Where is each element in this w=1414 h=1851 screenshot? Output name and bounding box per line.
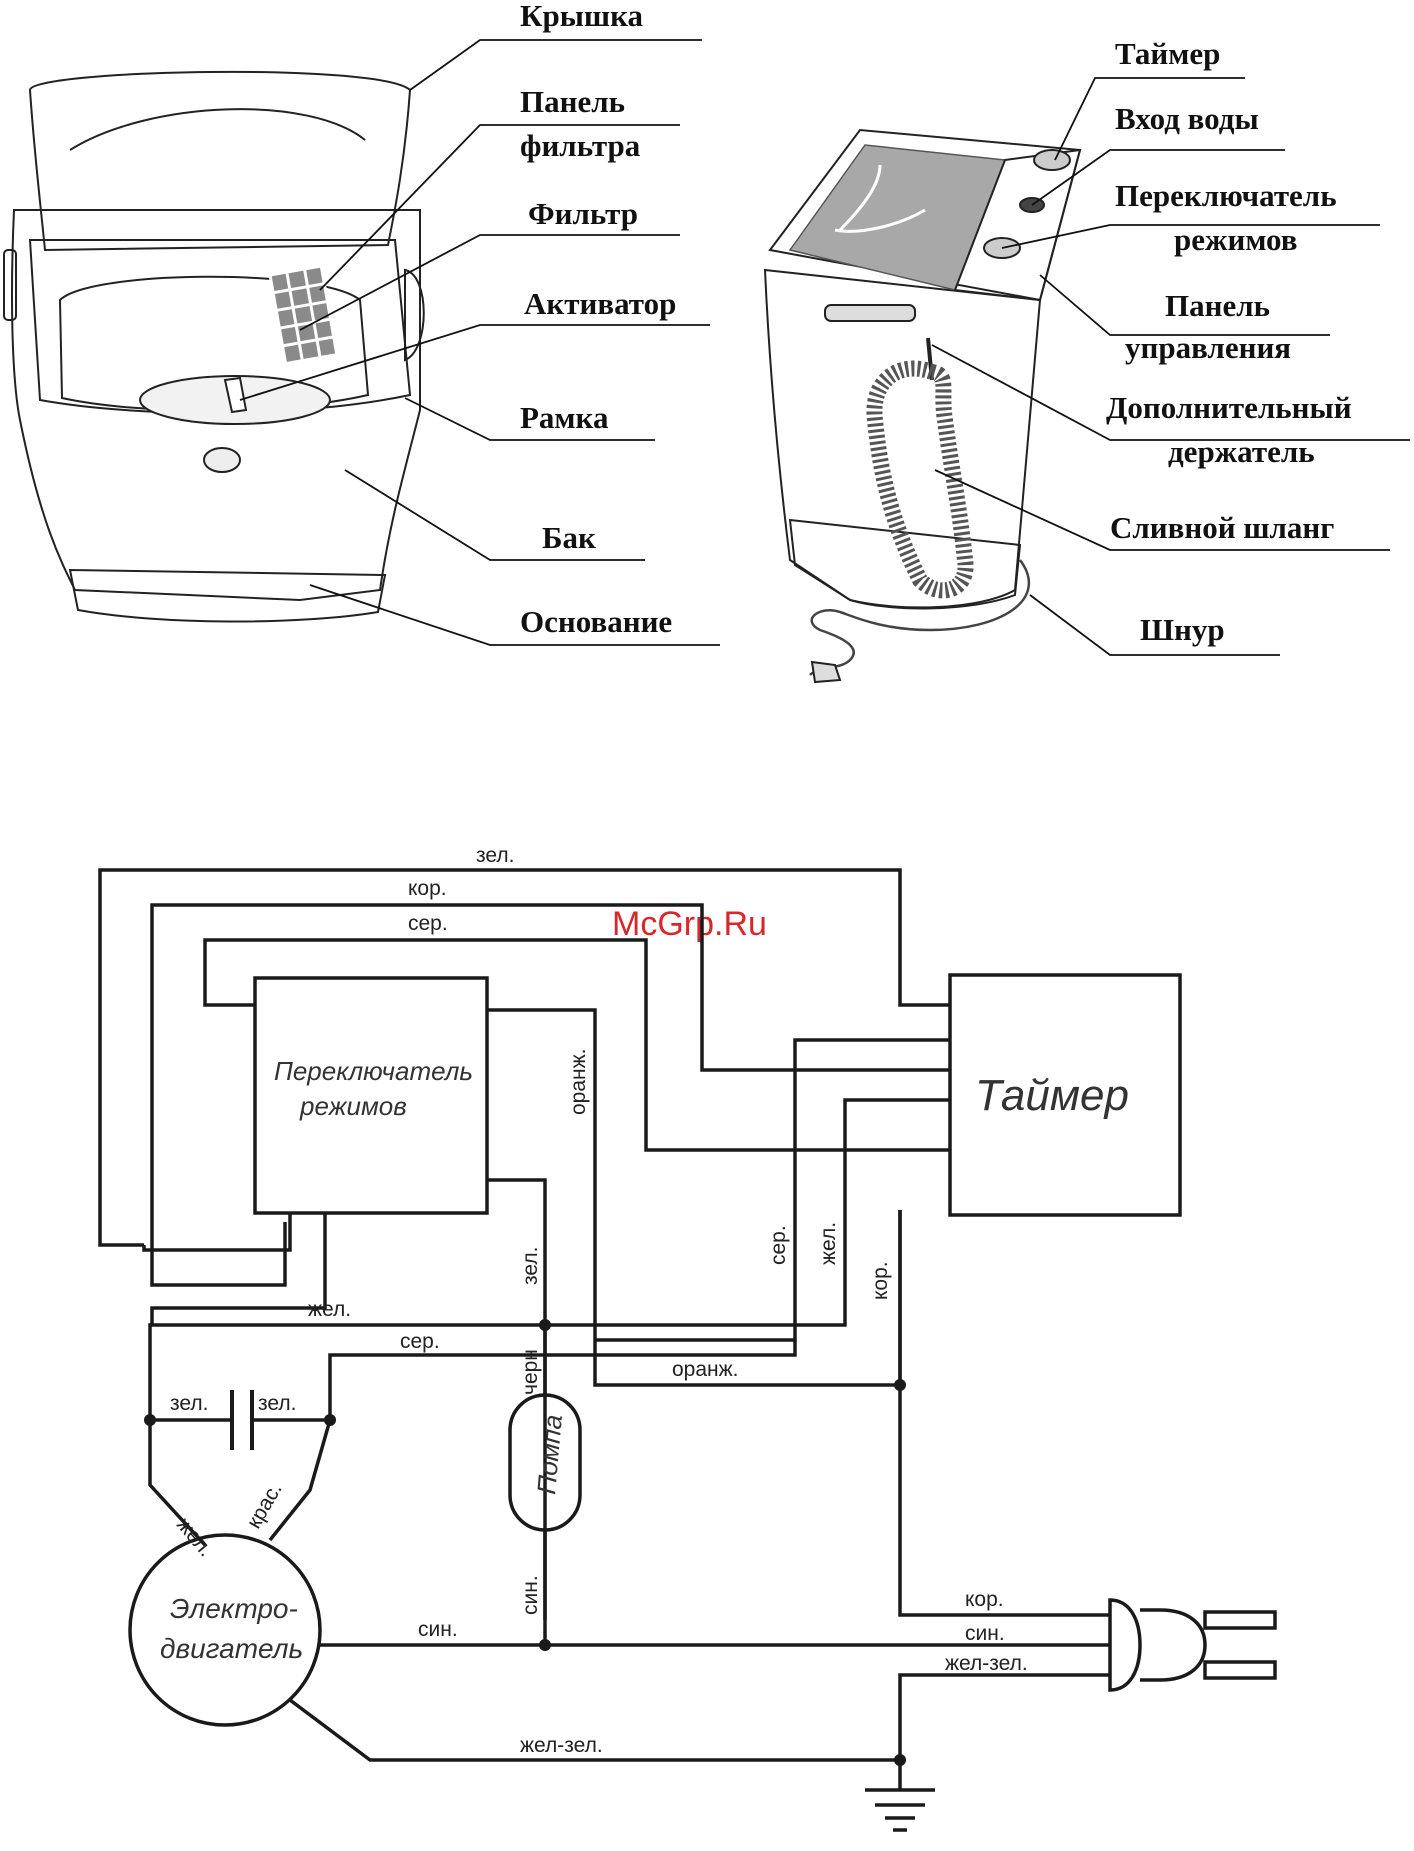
wire-grey-lower [328, 1340, 797, 1420]
wire-label-ground: жел-зел. [520, 1734, 603, 1757]
wire-motor-red [268, 1419, 332, 1542]
wire-label-motor-red: крас. [242, 1479, 286, 1533]
junction-pump-top [539, 1319, 551, 1331]
filter-grid [268, 264, 339, 366]
right-leader-lines [931, 77, 1410, 656]
label-water-inlet: Вход воды [1115, 101, 1259, 136]
wire-label-motor-yellow: жел. [172, 1513, 217, 1561]
wire-motor-yellow [148, 1420, 207, 1547]
timer-knob [1033, 149, 1071, 171]
power-cord [809, 559, 1031, 676]
wire-label-grey-horizontal: сер. [400, 1330, 440, 1353]
side-bulge [404, 268, 425, 362]
washer-front-illustration [3, 70, 425, 623]
wire-label-plug-brown: кор. [965, 1588, 1004, 1611]
glass-highlight-2 [834, 208, 926, 233]
glass-highlight [838, 164, 882, 232]
wire-label-yellow-horizontal: жел. [308, 1298, 351, 1321]
wire-brown-top [150, 903, 950, 1287]
wire-label-brown-vertical: кор. [869, 1261, 892, 1300]
wire-label-pump-blue: син. [519, 1575, 542, 1615]
label-control-panel-1: Панель [1165, 288, 1270, 323]
watermark: McGrp.Ru [612, 905, 767, 943]
timer-block [948, 973, 1182, 1217]
label-extra-holder-1: Дополнительный [1106, 390, 1352, 425]
left-labels: Крышка Панель фильтра Фильтр Активатор Р… [520, 0, 676, 639]
wire-label-cap-left: зел. [170, 1392, 208, 1415]
left-leader-lines [239, 39, 720, 646]
top-glass [788, 144, 1007, 291]
wire-label-cap-right: зел. [258, 1392, 296, 1415]
label-mode-switch-2: режимов [1174, 222, 1298, 257]
wire-left-lower [150, 1213, 327, 1325]
tank-body [11, 209, 421, 602]
label-extra-holder-2: держатель [1168, 434, 1315, 469]
wire-label-plug-ground: жел-зел. [945, 1652, 1028, 1675]
wire-timer-bus-2 [148, 1098, 950, 1420]
label-drain-hose: Сливной шланг [1110, 510, 1334, 545]
wire-brown-vertical [898, 1210, 1110, 1617]
side-handle [3, 249, 17, 321]
wire-label-green-top: зел. [476, 844, 514, 867]
timer-text: Таймер [975, 1071, 1129, 1120]
wire-timer-bus [595, 1038, 950, 1342]
label-tank: Бак [542, 520, 596, 555]
wire-label-pump-black: черн [519, 1349, 542, 1395]
wire-green-vertical [487, 1178, 547, 1620]
label-cord: Шнур [1140, 612, 1225, 647]
mains-plug [1108, 1598, 1277, 1692]
wiring-schematic: Переключатель режимов Таймер Помпа Элект… [98, 844, 1277, 1832]
motor-text-2: двигатель [160, 1633, 303, 1664]
right-labels: Таймер Вход воды Переключатель режимов П… [1106, 36, 1352, 647]
drum-opening [58, 275, 370, 412]
rear-handle [824, 304, 916, 322]
wire-label-brown-top: кор. [408, 877, 447, 900]
wire-green-top [98, 868, 950, 1247]
wire-ground-plug [898, 1673, 1110, 1790]
label-control-panel-2: управления [1125, 330, 1291, 365]
drain-hose [866, 360, 974, 599]
wire-label-motor-blue: син. [418, 1618, 458, 1641]
label-filter-panel-1: Панель [520, 84, 625, 119]
base-shape [68, 568, 387, 623]
wire-label-grey-top: сер. [408, 912, 448, 935]
activator-fin [223, 376, 248, 414]
motor-text-1: Электро- [170, 1593, 298, 1624]
wire-label-grey-vertical: сер. [767, 1225, 790, 1265]
washer-back-illustration [763, 128, 1082, 684]
lid-arc [69, 108, 366, 151]
label-activator: Активатор [524, 286, 676, 321]
wire-label-orange-vertical: оранж. [567, 1048, 590, 1115]
label-base: Основание [520, 604, 672, 639]
pump-text: Помпа [531, 1413, 568, 1495]
junction-ground [894, 1754, 906, 1766]
label-mode-switch-1: Переключатель [1115, 178, 1337, 213]
ground-symbol [865, 1788, 935, 1832]
wire-label-plug-blue: син. [965, 1622, 1005, 1645]
wire-label-orange-horizontal: оранж. [672, 1358, 739, 1381]
wire-grey-top [203, 938, 950, 1152]
mode-switch-text-2: режимов [299, 1091, 407, 1121]
front-button [203, 447, 241, 473]
wire-loop-left [142, 1213, 292, 1252]
junction-brown [894, 1379, 906, 1391]
label-timer: Таймер [1115, 36, 1220, 71]
wire-ground-motor [288, 1698, 900, 1762]
label-frame: Рамка [520, 400, 609, 435]
rear-base [788, 518, 1022, 610]
label-lid: Крышка [520, 0, 643, 33]
power-plug [810, 660, 842, 684]
wire-label-yellow-vertical: жел. [817, 1222, 840, 1265]
label-filter: Фильтр [528, 196, 638, 231]
mode-switch-text-1: Переключатель [274, 1056, 473, 1086]
rear-body [763, 268, 1042, 609]
wire-label-green-vertical: зел. [519, 1247, 542, 1285]
mode-switch-block [253, 976, 489, 1215]
motor-block [128, 1533, 322, 1727]
label-filter-panel-2: фильтра [520, 128, 641, 163]
lid-shape [28, 70, 412, 252]
